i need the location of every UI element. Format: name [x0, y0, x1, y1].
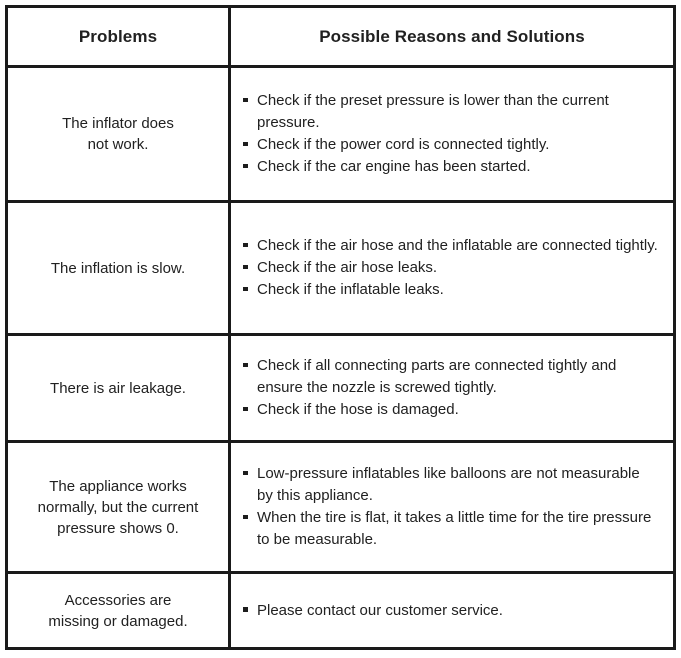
problem-cell: Accessories are missing or damaged. — [5, 571, 231, 650]
bullet-square-icon — [243, 286, 248, 291]
solution-text: Please contact our customer service. — [257, 601, 503, 619]
table-row: There is air leakage. Check if all conne… — [5, 333, 676, 443]
solutions-cell: Please contact our customer service. — [228, 571, 676, 650]
solutions-cell: Low-pressure inflatables like balloons a… — [228, 440, 676, 574]
problem-cell: The inflator does not work. — [5, 65, 231, 203]
bullet-square-icon — [243, 406, 248, 411]
bullet-square-icon — [243, 242, 248, 247]
solutions-cell: Check if all connecting parts are connec… — [228, 333, 676, 443]
solution-text: Check if the air hose and the inflatable… — [257, 237, 658, 254]
solutions-list: Low-pressure inflatables like balloons a… — [242, 463, 659, 551]
header-problems: Problems — [5, 5, 231, 68]
bullet-square-icon — [243, 470, 248, 475]
solution-text: Check if all connecting parts are connec… — [257, 357, 617, 396]
bullet-square-icon — [243, 607, 248, 612]
solution-item: When the tire is flat, it takes a little… — [242, 507, 659, 551]
solution-text: When the tire is flat, it takes a little… — [257, 509, 652, 548]
solutions-cell: Check if the air hose and the inflatable… — [228, 200, 676, 336]
table-row: The appliance works normally, but the cu… — [5, 440, 676, 574]
table-body: The inflator does not work. Check if the… — [5, 65, 676, 650]
bullet-square-icon — [243, 514, 248, 519]
solution-text: Check if the inflatable leaks. — [257, 281, 444, 298]
solutions-list: Check if the preset pressure is lower th… — [242, 90, 659, 178]
solution-text: Check if the hose is damaged. — [257, 401, 459, 418]
solutions-list: Check if the air hose and the inflatable… — [242, 235, 659, 301]
bullet-square-icon — [243, 163, 248, 168]
troubleshooting-table: Problems Possible Reasons and Solutions … — [5, 5, 676, 650]
problem-cell: The inflation is slow. — [5, 200, 231, 336]
bullet-square-icon — [243, 362, 248, 367]
header-solutions: Possible Reasons and Solutions — [228, 5, 676, 68]
problem-cell: There is air leakage. — [5, 333, 231, 443]
table-row: The inflation is slow. Check if the air … — [5, 200, 676, 336]
solutions-cell: Check if the preset pressure is lower th… — [228, 65, 676, 203]
solution-item: Check if the power cord is connected tig… — [242, 134, 659, 156]
solution-text: Check if the car engine has been started… — [257, 158, 531, 175]
solution-item: Low-pressure inflatables like balloons a… — [242, 463, 659, 507]
solution-text: Low-pressure inflatables like balloons a… — [257, 465, 640, 504]
solution-text: Check if the air hose leaks. — [257, 259, 438, 276]
bullet-square-icon — [243, 264, 248, 269]
solution-item: Please contact our customer service. — [242, 600, 659, 622]
solution-item: Check if the air hose and the inflatable… — [242, 235, 659, 257]
solutions-list: Check if all connecting parts are connec… — [242, 355, 659, 421]
solution-item: Check if the car engine has been started… — [242, 156, 659, 178]
solution-item: Check if the preset pressure is lower th… — [242, 90, 659, 134]
solution-item: Check if the hose is damaged. — [242, 399, 659, 421]
solution-item: Check if the air hose leaks. — [242, 257, 659, 279]
header-row: Problems Possible Reasons and Solutions — [5, 5, 676, 68]
solution-text: Check if the preset pressure is lower th… — [257, 92, 609, 131]
solution-item: Check if all connecting parts are connec… — [242, 355, 659, 399]
problem-cell: The appliance works normally, but the cu… — [5, 440, 231, 574]
solutions-list: Please contact our customer service. — [242, 600, 659, 622]
solution-item: Check if the inflatable leaks. — [242, 279, 659, 301]
solution-text: Check if the power cord is connected tig… — [257, 136, 550, 153]
bullet-square-icon — [243, 141, 248, 146]
bullet-square-icon — [243, 97, 248, 102]
table-row: Accessories are missing or damaged. Plea… — [5, 571, 676, 650]
table-row: The inflator does not work. Check if the… — [5, 65, 676, 203]
